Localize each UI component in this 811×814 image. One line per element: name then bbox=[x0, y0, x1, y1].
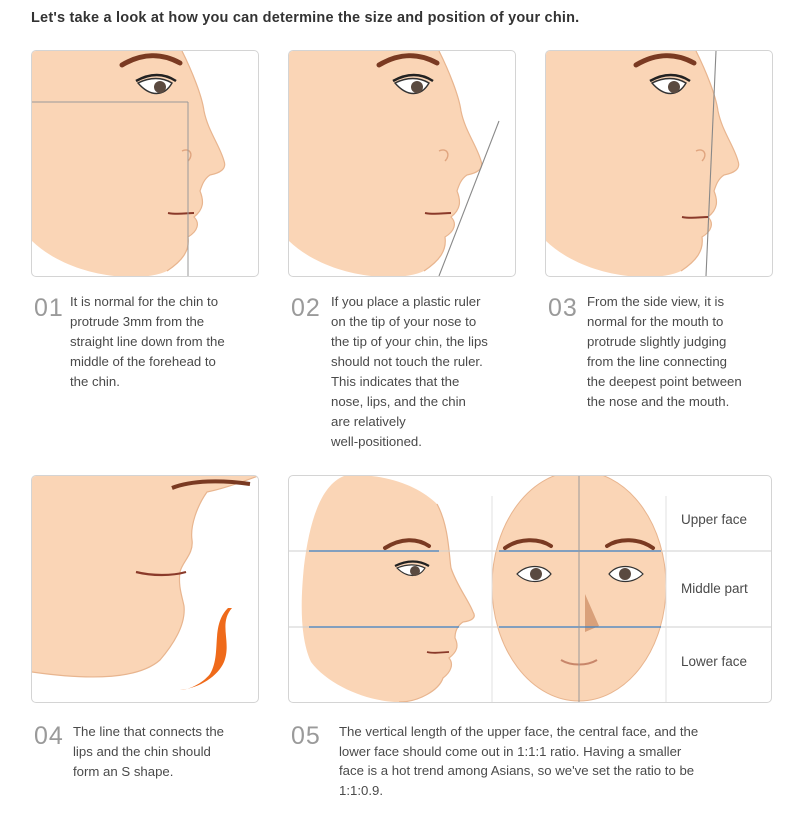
desc-line: form an S shape. bbox=[73, 764, 174, 779]
step-number-04: 04 bbox=[34, 722, 64, 750]
page-heading: Let's take a look at how you can determi… bbox=[31, 10, 580, 26]
desc-line: protrude slightly judging bbox=[587, 334, 727, 349]
desc-line: If you place a plastic ruler bbox=[331, 294, 481, 309]
mouth-profile-illustration bbox=[546, 51, 740, 276]
step-number-03: 03 bbox=[548, 294, 578, 322]
step-number-01: 01 bbox=[34, 294, 64, 322]
s-curve-illustration bbox=[32, 476, 258, 690]
middle-part-label: Middle part bbox=[681, 581, 748, 596]
step-description-01: It is normal for the chin to protrude 3m… bbox=[70, 292, 260, 392]
step-description-05: The vertical length of the upper face, t… bbox=[339, 722, 779, 800]
desc-line: protrude 3mm from the bbox=[70, 314, 205, 329]
desc-line: The line that connects the bbox=[73, 724, 225, 739]
desc-line: should not touch the ruler. bbox=[331, 354, 483, 369]
desc-line: lower face should come out in 1:1:1 rati… bbox=[339, 743, 682, 759]
profile-panel-2 bbox=[288, 50, 516, 277]
lower-face-label: Lower face bbox=[681, 654, 748, 669]
desc-line: The vertical length of the upper face, t… bbox=[339, 724, 699, 739]
step-number-02: 02 bbox=[291, 294, 321, 322]
desc-line: face is a hot trend among Asians, so we'… bbox=[339, 763, 695, 778]
step-description-02: If you place a plastic ruler on the tip … bbox=[331, 292, 521, 452]
upper-face-label: Upper face bbox=[681, 512, 748, 527]
desc-line: the chin. bbox=[70, 374, 120, 389]
desc-line: normal for the mouth to bbox=[587, 314, 724, 329]
desc-line: This indicates that the bbox=[331, 374, 460, 389]
desc-line: 1:1:0.9. bbox=[339, 782, 383, 798]
face-ratio-illustration bbox=[289, 476, 771, 702]
desc-line: on the tip of your nose to bbox=[331, 314, 477, 329]
desc-line: well-positioned. bbox=[331, 434, 422, 449]
ruler-profile-illustration bbox=[289, 51, 500, 276]
desc-line: middle of the forehead to bbox=[70, 354, 216, 369]
desc-line: lips and the chin should bbox=[73, 744, 211, 759]
desc-line: from the line connecting bbox=[587, 354, 728, 369]
desc-line: are relatively bbox=[331, 414, 406, 429]
profile-panel-1 bbox=[31, 50, 259, 277]
desc-line: the deepest point between bbox=[587, 374, 742, 389]
step-number-05: 05 bbox=[291, 722, 321, 750]
step-description-04: The line that connects the lips and the … bbox=[73, 722, 263, 782]
s-curve-panel bbox=[31, 475, 259, 703]
chin-profile-illustration bbox=[32, 51, 226, 276]
desc-line: nose, lips, and the chin bbox=[331, 394, 466, 409]
desc-line: It is normal for the chin to bbox=[70, 294, 219, 309]
step-description-03: From the side view, it is normal for the… bbox=[587, 292, 787, 412]
face-ratio-panel: Upper face Middle part Lower face bbox=[288, 475, 772, 703]
profile-panel-3 bbox=[545, 50, 773, 277]
desc-line: the tip of your chin, the lips bbox=[331, 334, 488, 349]
desc-line: the nose and the mouth. bbox=[587, 394, 730, 409]
desc-line: From the side view, it is bbox=[587, 294, 725, 309]
desc-line: straight line down from the bbox=[70, 334, 225, 349]
